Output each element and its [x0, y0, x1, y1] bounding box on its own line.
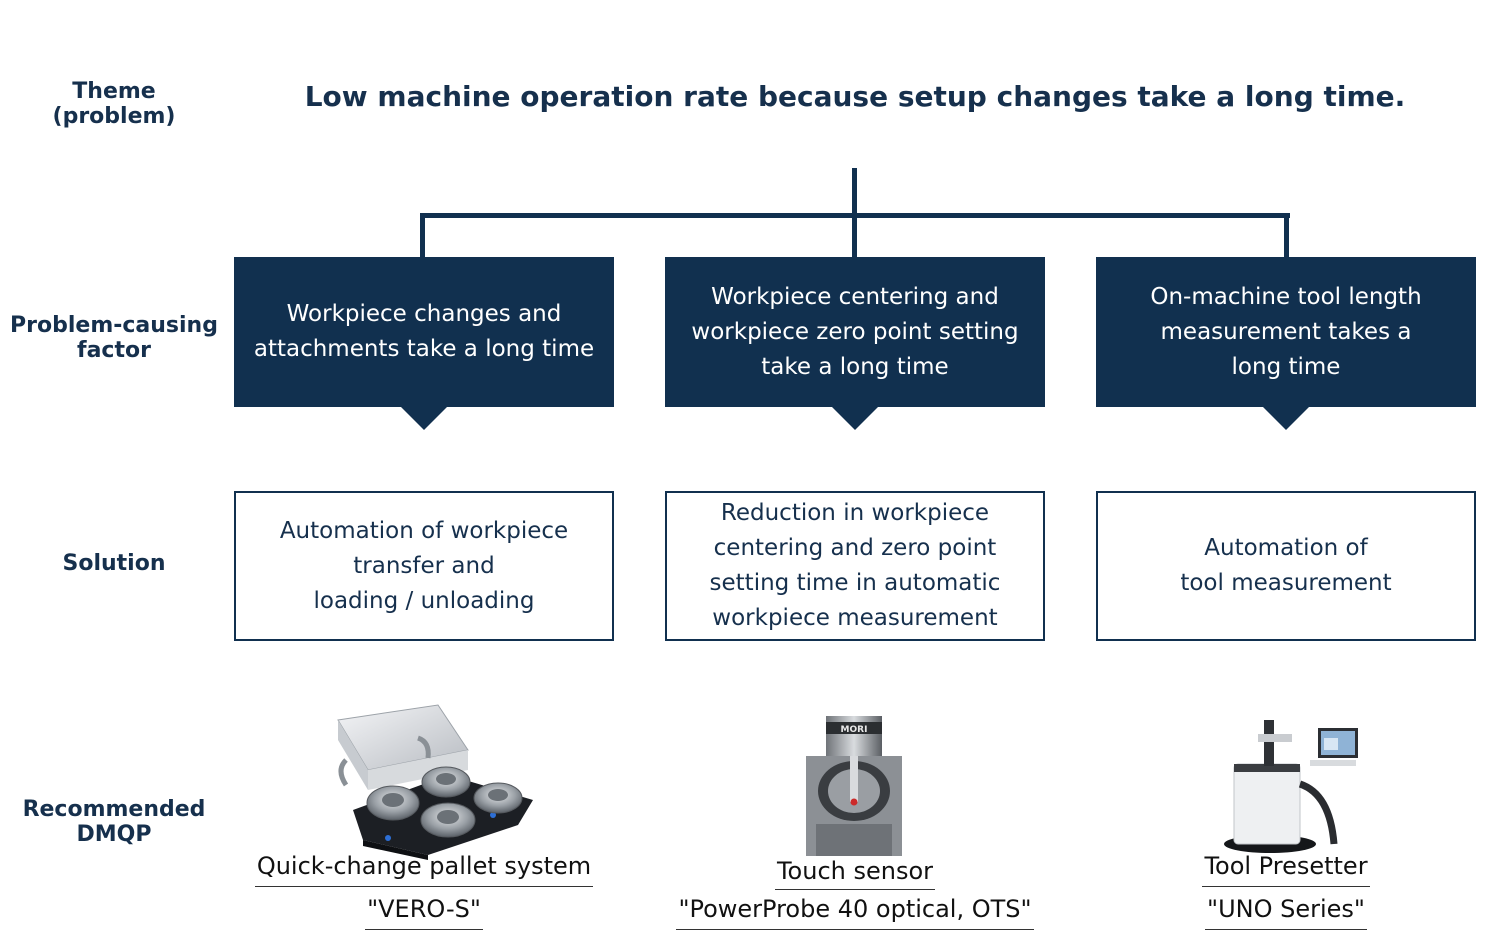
factor-box-3: On-machine tool length measurement takes…	[1096, 257, 1476, 430]
pallet-system-icon	[337, 704, 533, 860]
factor-text-2: Workpiece centering and workpiece zero p…	[691, 283, 1019, 380]
product-2: Touch sensor "PowerProbe 40 optical, OTS…	[665, 857, 1045, 930]
factor-text-1: Workpiece changes and attachments take a…	[253, 301, 595, 362]
product-model-2: "PowerProbe 40 optical, OTS"	[676, 895, 1034, 930]
product-3: Tool Presetter "UNO Series"	[1096, 852, 1476, 930]
connector-trunk	[852, 168, 857, 257]
down-arrow-icon	[1262, 406, 1310, 430]
solution-text-3: Automation of tool measurement	[1180, 535, 1392, 596]
connector-left	[420, 213, 425, 257]
product-name-3: Tool Presetter	[1202, 852, 1370, 887]
solution-box-3: Automation of tool measurement	[1096, 491, 1476, 641]
down-arrow-icon	[831, 406, 879, 430]
connector-right	[1284, 213, 1289, 257]
solution-text-2: Reduction in workpiece centering and zer…	[709, 500, 1001, 631]
theme-title: Low machine operation rate because setup…	[304, 80, 1406, 113]
svg-text:MORI: MORI	[841, 725, 868, 735]
row-label-solution: Solution	[62, 551, 166, 576]
connector-bar	[420, 213, 1290, 218]
product-model-1: "VERO-S"	[365, 895, 483, 930]
factor-box-2: Workpiece centering and workpiece zero p…	[665, 257, 1045, 430]
product-model-3: "UNO Series"	[1205, 895, 1367, 930]
solution-box-2: Reduction in workpiece centering and zer…	[665, 491, 1045, 641]
tool-presetter-icon	[1224, 720, 1358, 853]
touch-sensor-icon: MORI	[806, 716, 902, 856]
solution-box-1: Automation of workpiece transfer and loa…	[234, 491, 614, 641]
row-label-theme: Theme (problem)	[52, 79, 176, 129]
product-name-2: Touch sensor	[774, 857, 936, 890]
down-arrow-icon	[400, 406, 448, 430]
factor-text-3: On-machine tool length measurement takes…	[1150, 283, 1422, 380]
product-1: Quick-change pallet system "VERO-S"	[234, 852, 614, 930]
product-name-1: Quick-change pallet system	[254, 852, 594, 887]
row-label-factor: Problem-causing factor	[10, 313, 218, 363]
factor-box-1: Workpiece changes and attachments take a…	[234, 257, 614, 430]
row-label-recommended: Recommended DMQP	[22, 797, 206, 847]
solution-text-1: Automation of workpiece transfer and loa…	[279, 517, 569, 614]
